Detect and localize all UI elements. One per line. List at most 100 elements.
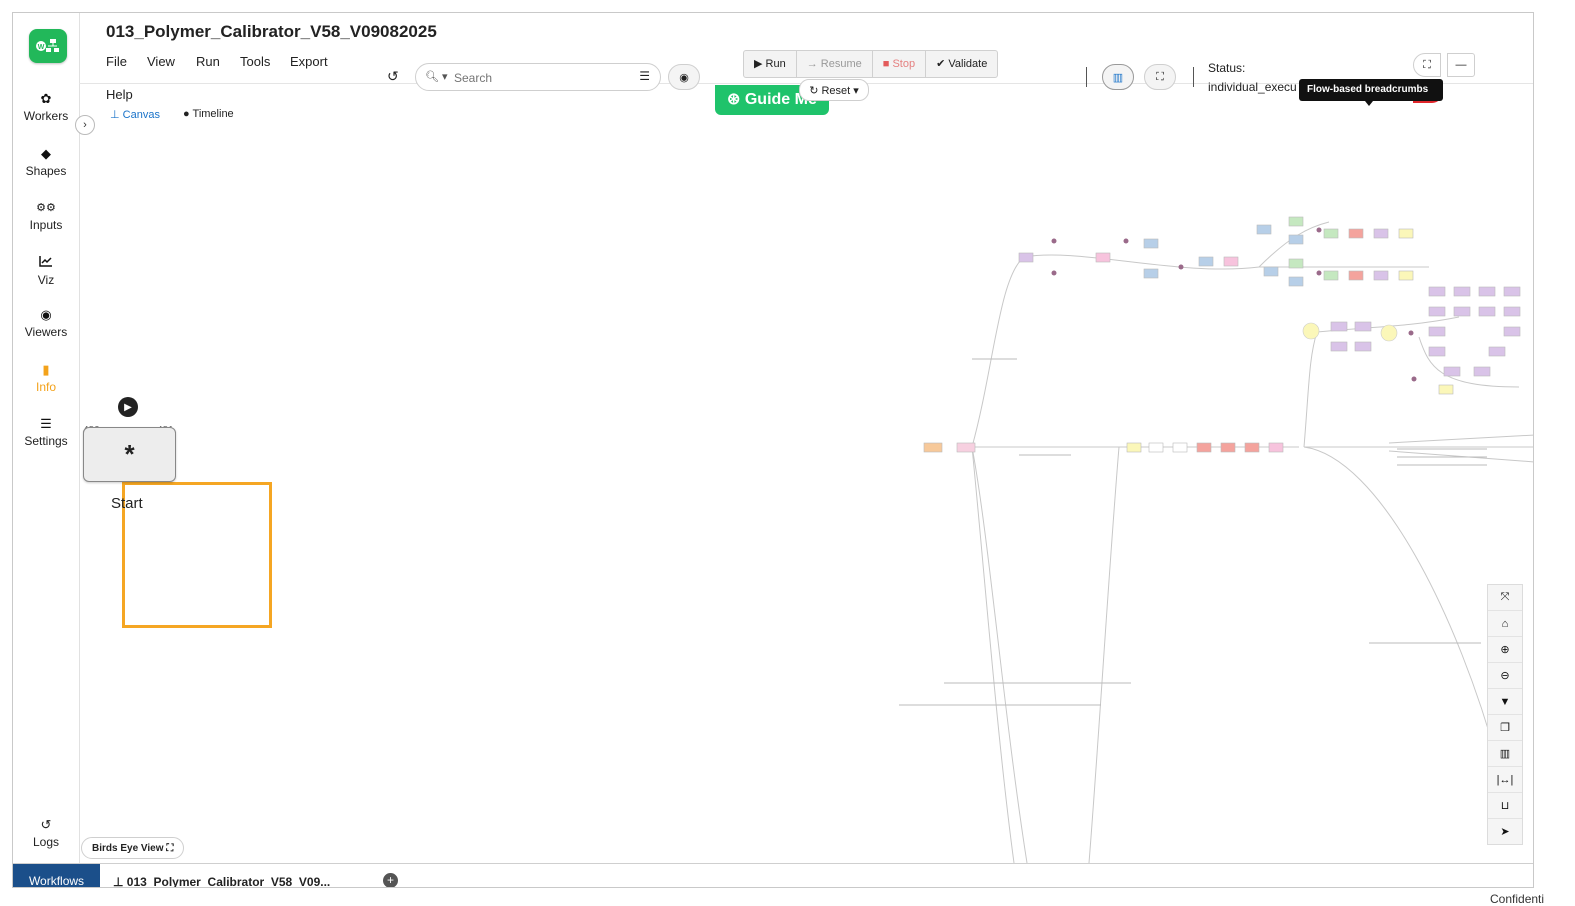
tab-timeline[interactable]: ● Timeline	[183, 108, 234, 120]
tab-timeline-label: Timeline	[192, 108, 234, 120]
sitemap-icon: ⊥	[113, 875, 124, 888]
pointer-icon[interactable]: ➤	[1500, 826, 1510, 838]
basket-icon[interactable]: ⊔	[1488, 793, 1522, 819]
caret-down-icon: ▾	[853, 85, 859, 97]
filter-icon[interactable]: ▼	[1488, 689, 1522, 715]
tab-canvas-label: Canvas	[122, 109, 160, 121]
tab-canvas[interactable]: ⊥ Canvas	[110, 108, 160, 121]
compress-icon[interactable]: ⤧	[1488, 585, 1522, 611]
sidebar-item-label: Workers	[23, 109, 69, 123]
sidebar-item-viz[interactable]: Viz	[13, 255, 79, 287]
menu-help[interactable]: Help	[106, 87, 133, 102]
run-label: Run	[765, 58, 786, 70]
execution-toolbar: ▶ Run → Resume ■ Stop ✔ Validate	[743, 50, 999, 78]
stats-button[interactable]: ▥	[1102, 64, 1134, 90]
run-button[interactable]: ▶ Run	[744, 51, 797, 77]
workflow-graph	[899, 216, 1533, 864]
diamond-icon: ◆	[41, 146, 51, 161]
stop-label: Stop	[892, 58, 916, 70]
sidebar-item-info[interactable]: ▮ Info	[13, 362, 79, 395]
status-label: Status:	[1208, 61, 1246, 75]
sidebar-item-viewers[interactable]: ◉ Viewers	[13, 307, 79, 340]
refresh-icon: ↻	[809, 85, 819, 97]
fullscreen-toggle-button[interactable]: ⛶	[1144, 64, 1176, 90]
fit-width-icon[interactable]: |↔|	[1488, 767, 1522, 793]
play-icon: ▶	[754, 58, 763, 70]
sidebar-item-label: Viewers	[24, 325, 68, 339]
search-box[interactable]: 🔍︎ ▾ ☰	[415, 63, 661, 91]
menu-export[interactable]: Export	[290, 54, 328, 69]
filter-sliders-icon[interactable]: ☰	[639, 69, 650, 83]
record-icon: ◉	[679, 71, 689, 84]
canvas-toolbar: ⤧ ⌂ ⊕ ⊖ ▼ ❐ ▥ |↔| ⊔ ➤	[1487, 584, 1523, 845]
sidebar-expand-button[interactable]: ›	[75, 115, 95, 135]
clock-icon: ●	[183, 108, 190, 120]
workflow-canvas[interactable]: 480 481	[79, 117, 1533, 864]
add-tab-button[interactable]: +	[383, 873, 398, 887]
sidebar-item-label: Viz	[37, 273, 55, 287]
logs-label: Logs	[32, 835, 60, 849]
app-logo[interactable]: W	[29, 29, 67, 63]
sidebar-item-shapes[interactable]: ◆ Shapes	[13, 146, 79, 179]
start-node[interactable]: *	[83, 427, 176, 482]
sidebar-item-label: Inputs	[29, 218, 63, 232]
search-input[interactable]	[452, 68, 636, 88]
start-node-label: Start	[111, 495, 143, 512]
toolbar-separator	[1193, 67, 1194, 87]
birds-eye-view-button[interactable]: Birds Eye View ⛶	[81, 837, 185, 859]
birds-eye-label: Birds Eye View	[92, 843, 164, 854]
file-icon: ▮	[42, 362, 50, 377]
undo-icon[interactable]: ↺	[387, 68, 399, 84]
sidebar-item-label: Info	[35, 380, 56, 394]
menu-view[interactable]: View	[147, 54, 175, 69]
maximize-button[interactable]: ⛶	[1413, 53, 1441, 77]
record-button[interactable]: ◉	[668, 64, 700, 90]
zoom-in-icon[interactable]: ⊕	[1488, 637, 1522, 663]
expand-icon: ⛶	[1156, 70, 1164, 83]
reset-label: Reset	[821, 85, 851, 97]
expand-icon: ⛶	[166, 843, 174, 854]
minus-icon: —	[1455, 59, 1467, 71]
sidebar-item-label: Shapes	[25, 164, 67, 178]
toolbar-separator	[1086, 67, 1087, 87]
bar-chart-icon[interactable]: ▥	[1488, 741, 1522, 767]
gear-icon: ✿	[40, 91, 52, 106]
chevron-right-icon: ›	[83, 119, 87, 131]
svg-text:W: W	[38, 44, 45, 51]
reset-button[interactable]: ↻ Reset ▾	[799, 79, 869, 101]
workflows-tab[interactable]: Workflows	[13, 864, 100, 887]
sidebar-item-settings[interactable]: ☰ Settings	[13, 417, 79, 449]
left-sidebar: W ✿ Workers ◆ Shapes ⚙⚙ Inputs Viz	[13, 13, 80, 863]
eye-icon: ◉	[40, 307, 52, 322]
minimize-button[interactable]: —	[1447, 53, 1475, 77]
validate-button[interactable]: ✔ Validate	[926, 51, 997, 77]
validate-label: Validate	[948, 58, 988, 70]
sidebar-item-inputs[interactable]: ⚙⚙ Inputs	[13, 201, 79, 232]
images-icon[interactable]: ❐	[1488, 715, 1522, 741]
menu-run[interactable]: Run	[196, 54, 220, 69]
confidential-footer: Confidenti	[1490, 892, 1545, 906]
resume-button[interactable]: → Resume	[797, 51, 873, 77]
document-tab-label: 013_Polymer_Calibrator_V58_V09...	[126, 875, 331, 888]
selection-highlight	[122, 482, 272, 628]
sitemap-icon: ⊥	[110, 109, 120, 121]
cogs-icon: ⚙⚙	[36, 202, 56, 214]
line-chart-icon	[13, 255, 79, 270]
arrow-right-icon: →	[806, 58, 818, 70]
home-icon[interactable]: ⌂	[1488, 611, 1522, 637]
menu-file[interactable]: File	[106, 54, 127, 69]
sidebar-item-workers[interactable]: ✿ Workers	[13, 91, 79, 124]
menu-tools[interactable]: Tools	[240, 54, 271, 69]
play-circle-icon[interactable]: ▶	[118, 397, 138, 417]
sidebar-item-logs[interactable]: ↺ Logs	[13, 817, 79, 849]
expand-icon: ⛶	[1423, 58, 1431, 71]
resume-label: Resume	[820, 58, 862, 70]
app-window: W ✿ Workers ◆ Shapes ⚙⚙ Inputs Viz	[12, 12, 1534, 888]
stop-button[interactable]: ■ Stop	[873, 51, 927, 77]
zoom-out-icon[interactable]: ⊖	[1488, 663, 1522, 689]
lifebuoy-icon: ⊛	[727, 91, 741, 108]
bar-chart-icon: ▥	[1112, 71, 1124, 84]
logo-icon: W	[36, 39, 59, 52]
workflow-document-tab[interactable]: ⊥ 013_Polymer_Calibrator_V58_V09...	[113, 864, 331, 888]
sidebar-item-label: Settings	[24, 434, 68, 448]
